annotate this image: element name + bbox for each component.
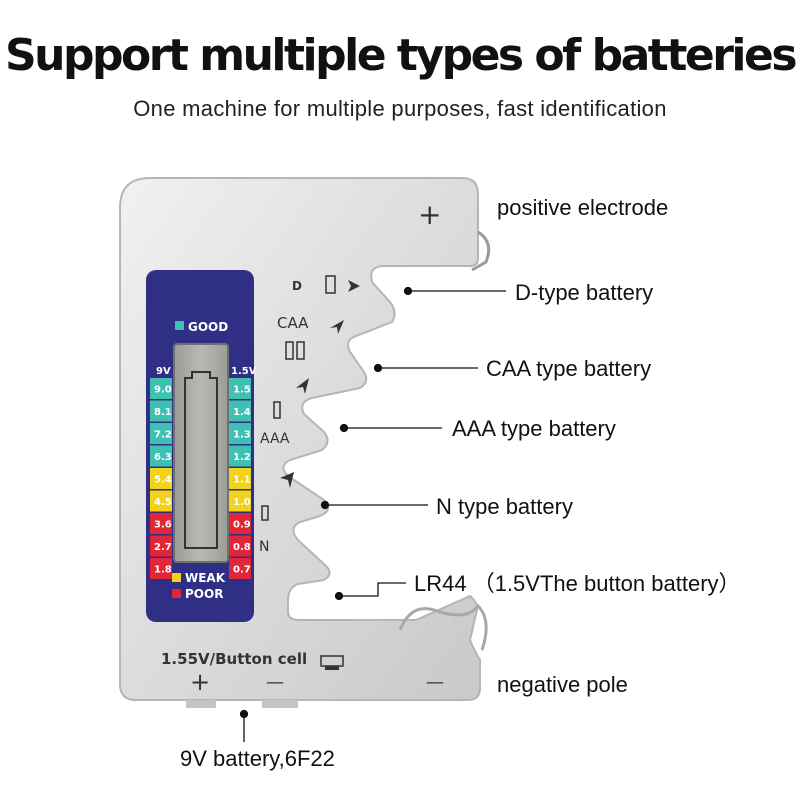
scale-header-1-5v: 1.5V bbox=[231, 366, 257, 377]
scale-value-left: 1.8 bbox=[154, 565, 172, 576]
nine-volt-contact-left bbox=[186, 700, 216, 708]
caa-battery-glyph-2 bbox=[296, 341, 305, 360]
poor-swatch bbox=[172, 589, 181, 598]
callout-caa-type: CAA type battery bbox=[486, 356, 651, 381]
scale-value-left: 3.6 bbox=[154, 520, 172, 531]
scale-cell-right bbox=[229, 445, 251, 467]
page-title: Support multiple types of batteries bbox=[4, 30, 798, 81]
scale-cell-left bbox=[150, 535, 172, 557]
scale-cell-left bbox=[150, 490, 172, 512]
minus-sign-right: — bbox=[426, 672, 444, 693]
callout-d-type: D-type battery bbox=[515, 280, 653, 305]
slot-label-caa: CAA bbox=[277, 314, 309, 332]
scale-cell-right bbox=[229, 378, 251, 399]
callout-n-type: N type battery bbox=[436, 494, 573, 519]
scale-value-right: 0.9 bbox=[233, 520, 251, 531]
slot-label-d: D bbox=[292, 279, 302, 293]
scale-value-left: 5.4 bbox=[154, 475, 172, 486]
scale-cell-right bbox=[229, 423, 251, 444]
callout-leaders bbox=[239, 286, 506, 742]
lcd-screen bbox=[173, 343, 229, 563]
scale-value-right: 1.2 bbox=[233, 452, 251, 463]
plus-sign-bottom: + bbox=[190, 668, 210, 696]
scale-cell-right bbox=[229, 400, 251, 422]
scale-cell-left bbox=[150, 400, 172, 422]
scale-value-left: 6.3 bbox=[154, 452, 172, 463]
scale-value-left: 9.0 bbox=[154, 385, 172, 396]
d-battery-glyph bbox=[325, 275, 336, 294]
scale-cell-right bbox=[229, 468, 251, 489]
minus-sign-bottom: — bbox=[266, 672, 284, 693]
plus-sign-top: + bbox=[418, 198, 441, 231]
n-arrow-icon bbox=[280, 472, 294, 488]
scale-cell-left bbox=[150, 513, 172, 534]
good-label: GOOD bbox=[188, 320, 228, 334]
scale-value-right: 1.3 bbox=[233, 430, 251, 441]
scale-cell-left bbox=[150, 378, 172, 399]
nine-volt-contact-right bbox=[262, 700, 298, 708]
scale-value-right: 1.1 bbox=[233, 475, 251, 486]
scale-cell-left bbox=[150, 445, 172, 467]
scale-value-right: 0.8 bbox=[233, 542, 251, 553]
positive-spring-contact bbox=[471, 230, 491, 272]
scale-value-right: 0.7 bbox=[233, 565, 251, 576]
good-swatch bbox=[175, 321, 184, 330]
callout-aaa-type: AAA type battery bbox=[452, 416, 616, 441]
slot-label-aaa: AAA bbox=[260, 431, 290, 447]
callout-positive-electrode: positive electrode bbox=[497, 195, 668, 220]
scale-value-right: 1.5 bbox=[233, 385, 251, 396]
weak-label: WEAK bbox=[185, 571, 226, 585]
callout-negative-pole: negative pole bbox=[497, 672, 628, 697]
scale-value-left: 8.1 bbox=[154, 407, 172, 418]
scale-cell-left bbox=[150, 423, 172, 444]
lcd-battery-icon bbox=[184, 371, 218, 549]
scale-cell-left bbox=[150, 558, 172, 579]
scale-value-left: 2.7 bbox=[154, 542, 172, 553]
caa-battery-glyph-1 bbox=[285, 341, 294, 360]
callout-9v-battery: 9V battery,6F22 bbox=[180, 746, 335, 771]
scale-cell-right bbox=[229, 490, 251, 512]
scale-value-left: 7.2 bbox=[154, 430, 172, 441]
button-cell-label: 1.55V/Button cell bbox=[161, 650, 307, 668]
scale-cell-right bbox=[229, 558, 251, 579]
negative-wire-clip bbox=[398, 603, 488, 651]
voltage-scale: 9.0 8.1 7.2 6.3 5.4 4.5 3.6 2.7 1.8 1.5 1.4 1.3 1.2 1… bbox=[150, 378, 251, 579]
scale-value-right: 1.0 bbox=[233, 497, 251, 508]
slot-label-n: N bbox=[259, 539, 269, 555]
scale-header-9v: 9V bbox=[156, 366, 171, 377]
scale-cell-left bbox=[150, 468, 172, 489]
scale-cell-right bbox=[229, 535, 251, 557]
scale-cell-right bbox=[229, 513, 251, 534]
poor-label: POOR bbox=[185, 587, 223, 601]
weak-swatch bbox=[172, 573, 181, 582]
caa-arrow-icon bbox=[330, 320, 344, 334]
scale-value-right: 1.4 bbox=[233, 407, 251, 418]
page-subtitle: One machine for multiple purposes, fast … bbox=[133, 96, 667, 121]
d-arrow-icon bbox=[348, 280, 360, 292]
aaa-arrow-icon bbox=[296, 378, 309, 394]
n-battery-glyph bbox=[261, 505, 269, 521]
callout-lr44: LR44 （1.5VThe button battery） bbox=[414, 571, 741, 596]
nine-volt-snap-glyph-inner bbox=[325, 666, 339, 670]
scale-value-left: 4.5 bbox=[154, 497, 172, 508]
aaa-battery-glyph bbox=[273, 401, 281, 419]
